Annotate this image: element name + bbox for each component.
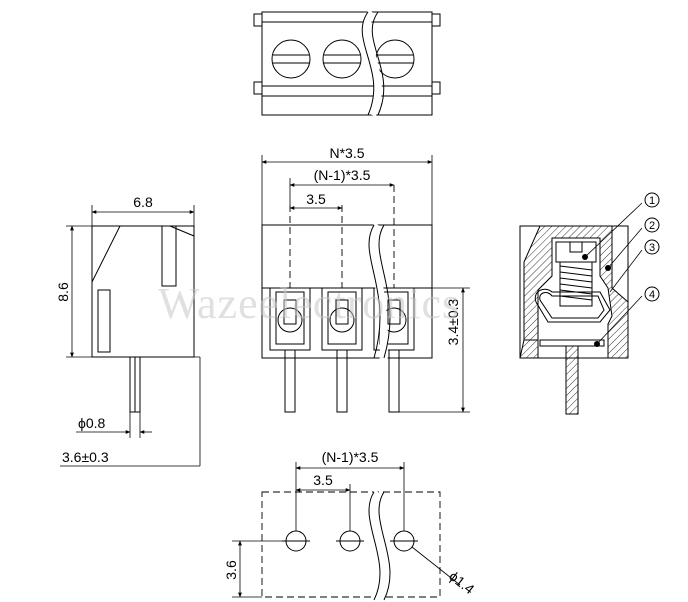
- dim-width: 6.8: [133, 194, 153, 210]
- screw-top-2: [322, 39, 362, 79]
- dim-pin-length: 3.4±0.3: [445, 298, 461, 345]
- callout-4: 4: [649, 289, 655, 301]
- dim-pin-diameter: ϕ0.8: [78, 415, 106, 431]
- dim-footprint-row: 3.6: [223, 560, 239, 580]
- dim-pitch: 3.5: [306, 191, 326, 207]
- front-view: N*3.5 (N-1)*3.5 3.5 3.4±0.3: [261, 145, 470, 413]
- dim-total-length: N*3.5: [329, 145, 364, 161]
- dim-footprint-pitch: 3.5: [313, 472, 333, 488]
- section-view: 1 2 3 4: [519, 192, 660, 415]
- pcb-footprint: (N-1)*3.5 3.5 3.6 ϕ1.4: [223, 449, 478, 602]
- dim-hole-diameter: ϕ1.4: [446, 568, 478, 598]
- dim-n-minus-1-pitch: (N-1)*3.5: [314, 167, 371, 183]
- dim-footprint-n-minus-1: (N-1)*3.5: [322, 449, 379, 465]
- callout-1: 1: [649, 195, 655, 207]
- callout-2: 2: [649, 220, 655, 232]
- side-view: 6.8 8.6 ϕ0.8 3.6±0.3: [55, 194, 201, 467]
- top-view: [253, 9, 441, 117]
- watermark: Wazeelectronics: [158, 279, 460, 328]
- callout-3: 3: [649, 242, 655, 254]
- dim-height: 8.6: [55, 282, 71, 302]
- screw-top-1: [271, 39, 311, 79]
- dim-pin-offset: 3.6±0.3: [62, 449, 109, 465]
